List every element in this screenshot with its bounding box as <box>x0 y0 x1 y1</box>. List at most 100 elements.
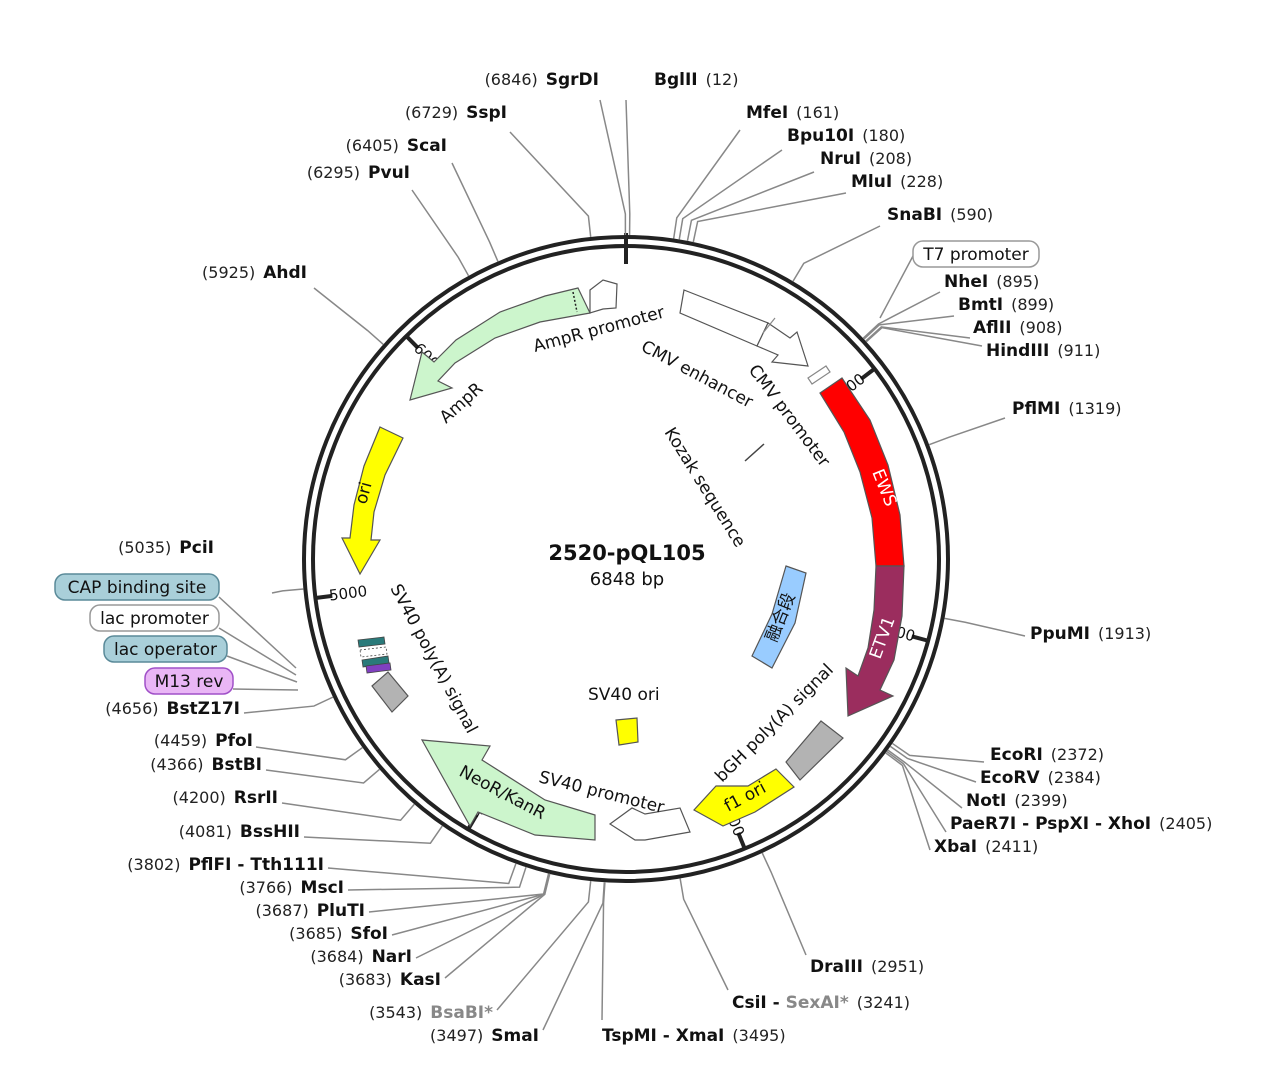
enzyme-site-scai[interactable]: (6405)ScaI <box>346 136 447 156</box>
enzyme-position: (6729) <box>405 103 458 122</box>
leader-drai <box>761 852 807 956</box>
scale-label-5000: 5000 <box>328 582 368 605</box>
enzyme-site-pflmi[interactable]: PflMI(1319) <box>1012 399 1122 419</box>
enzyme-site-ecori[interactable]: EcoRI(2372) <box>990 745 1104 765</box>
enzyme-name: NheI <box>944 272 988 292</box>
enzyme-site-nhei[interactable]: NheI (895) <box>944 272 1039 292</box>
enzyme-name: BstZ17I <box>166 699 240 719</box>
ampr-promoter-arrow[interactable] <box>589 279 618 314</box>
enzyme-position: (895) <box>996 272 1039 291</box>
enzyme-site-nari[interactable]: (3684)NarI <box>310 947 412 967</box>
site-box-frame <box>54 573 220 601</box>
enzyme-site-paer7i[interactable]: PaeR7I - PspXI - XhoI(2405) <box>950 814 1212 834</box>
enzyme-site-drai[interactable]: DraIII(2951) <box>810 957 924 977</box>
leader-rsrii <box>281 802 415 821</box>
enzyme-position: (1319) <box>1068 399 1121 418</box>
neor-feature[interactable] <box>420 739 596 841</box>
site-box-t7[interactable]: T7 promoter <box>912 240 1040 268</box>
enzyme-site-bmti[interactable]: BmtI(899) <box>958 295 1054 315</box>
fusion-feature[interactable] <box>751 565 807 669</box>
cmv-tick <box>762 317 776 334</box>
enzyme-site-hindiii[interactable]: HindIII(911) <box>986 341 1100 361</box>
enzyme-position: (208) <box>869 149 912 168</box>
site-box-frame <box>144 667 234 695</box>
ori-feature[interactable] <box>341 426 404 576</box>
enzyme-name: BstBI <box>212 755 263 775</box>
site-box-label: M13 rev <box>155 672 224 692</box>
kozak-label: Kozak sequence <box>660 424 750 551</box>
enzyme-position: (2384) <box>1048 768 1101 787</box>
enzyme-site-csii[interactable]: CsiI - SexAI*(3241) <box>732 993 910 1013</box>
enzyme-site-pluti[interactable]: (3687)PluTI <box>255 901 365 921</box>
enzyme-position: (3684) <box>310 947 363 966</box>
etv1-feature[interactable] <box>845 565 905 717</box>
bgh-feature[interactable] <box>785 720 844 781</box>
enzyme-site-snabi[interactable]: SnaBI(590) <box>887 205 993 225</box>
leader-nrui <box>686 171 815 242</box>
enzyme-site-ppumi[interactable]: PpuMI(1913) <box>1030 624 1151 644</box>
site-box-laco[interactable]: lac operator <box>103 635 228 663</box>
site-box-cap[interactable]: CAP binding site <box>54 573 220 601</box>
enzyme-name: AflII <box>973 318 1011 338</box>
site-box-m13[interactable]: M13 rev <box>144 667 234 695</box>
leader-bpu10i <box>678 149 783 240</box>
enzyme-site-aflii[interactable]: AflII(908) <box>973 318 1062 338</box>
sv40ori-feature[interactable] <box>615 717 639 746</box>
enzyme-name: EcoRV <box>980 768 1040 788</box>
enzyme-site-sfoi[interactable]: (3685)SfoI <box>289 924 388 944</box>
leader-noti <box>887 749 963 809</box>
enzyme-site-pci[interactable]: (5035)PciI <box>118 538 214 558</box>
site-box-frame <box>89 604 220 632</box>
enzyme-site-pvui[interactable]: (6295)PvuI <box>307 163 410 183</box>
enzyme-site-noti[interactable]: NotI(2399) <box>966 791 1068 811</box>
enzyme-site-kasi[interactable]: (3683)KasI <box>339 970 441 990</box>
enzyme-position: (4656) <box>105 699 158 718</box>
enzyme-site-bpu10i[interactable]: Bpu10I(180) <box>787 126 905 146</box>
sv40ori-label: SV40 ori <box>588 685 660 705</box>
enzyme-site-sspi[interactable]: (6729)SspI <box>405 103 507 123</box>
enzyme-site-pflfi[interactable]: (3802)PflFI - Tth111I <box>127 855 324 875</box>
enzyme-position: (5925) <box>202 263 255 282</box>
leader-lines <box>243 99 1026 1031</box>
enzyme-site-pfoi[interactable]: (4459)PfoI <box>154 731 253 751</box>
enzyme-name: ScaI <box>407 136 447 156</box>
enzyme-site-bsshii[interactable]: (4081)BssHII <box>179 822 300 842</box>
enzyme-site-ahdi[interactable]: (5925)AhdI <box>202 263 307 283</box>
enzyme-site-ecorv[interactable]: EcoRV (2384) <box>980 768 1101 788</box>
enzyme-site-smai[interactable]: (3497)SmaI <box>430 1026 539 1046</box>
sv40-polya-feature[interactable] <box>371 671 409 713</box>
enzyme-site-bstbi[interactable]: (4366)BstBI <box>150 755 262 775</box>
enzyme-site-nrui[interactable]: NruI(208) <box>820 149 912 169</box>
enzyme-name: PaeR7I - PspXI - XhoI <box>950 814 1151 834</box>
sv40-promoter-arrow[interactable] <box>608 807 691 841</box>
enzyme-position: (6846) <box>485 70 538 89</box>
enzyme-site-rsrii[interactable]: (4200)RsrII <box>173 788 278 808</box>
enzyme-site-tspmi[interactable]: TspMI - XmaI(3495) <box>602 1026 786 1046</box>
enzyme-site-msci[interactable]: (3766)MscI <box>239 878 344 898</box>
f1ori-feature[interactable] <box>693 768 795 827</box>
leader-bsabi <box>496 880 592 1011</box>
enzyme-site-mlui[interactable]: MluI(228) <box>851 172 943 192</box>
enzyme-name: PciI <box>179 538 214 558</box>
cmv-enhancer-arrow[interactable] <box>679 289 769 347</box>
enzyme-name: Bpu10I <box>787 126 854 146</box>
enzyme-site-mfei[interactable]: MfeI(161) <box>746 103 839 123</box>
enzyme-name: BmtI <box>958 295 1003 315</box>
enzyme-site-bstz17i[interactable]: (4656) BstZ17I <box>105 699 240 719</box>
enzyme-site-bsabi[interactable]: (3543)BsaBI* <box>369 1003 493 1023</box>
cmv-promoter-arrow[interactable] <box>756 322 809 367</box>
ews-feature[interactable] <box>819 377 905 567</box>
enzyme-site-xbai[interactable]: XbaI(2411) <box>934 837 1038 857</box>
leader-mlui <box>692 192 847 243</box>
ampr-feature[interactable] <box>409 287 591 401</box>
leader-bstz17i <box>243 696 334 714</box>
scale-tick-5000 <box>315 593 333 600</box>
enzyme-name: PpuMI <box>1030 624 1090 644</box>
site-box-label: T7 promoter <box>922 245 1029 265</box>
enzyme-site-bglii[interactable]: BglII(12) <box>654 70 738 90</box>
enzyme-name: MfeI <box>746 103 788 123</box>
enzyme-site-sgrdi[interactable]: (6846)SgrDI <box>485 70 599 90</box>
site-box-lacp[interactable]: lac promoter <box>89 604 220 632</box>
leader-bglii <box>625 99 631 236</box>
